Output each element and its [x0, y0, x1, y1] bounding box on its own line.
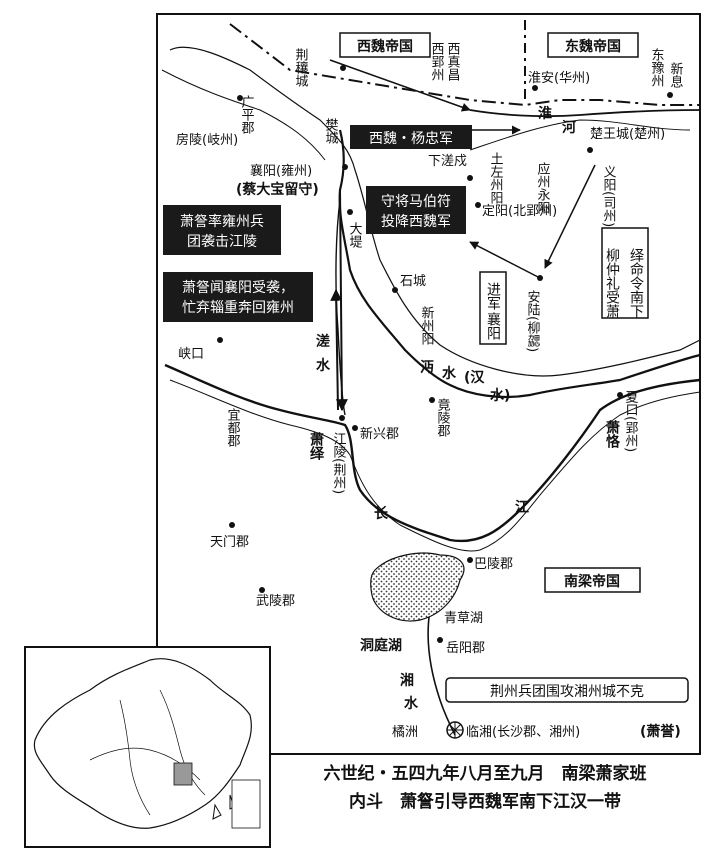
- place-label: 新息: [668, 61, 684, 88]
- yangtze-river: [164, 363, 701, 543]
- river-label: (汉: [464, 370, 485, 386]
- river-label: 水: [404, 695, 419, 712]
- xiao-cha-return-line-1: 萧詧闻襄阳受袭，: [182, 280, 294, 296]
- place-label: 青草湖: [444, 611, 483, 626]
- terrain-outline: [469, 119, 691, 151]
- place-label: 峡口: [178, 347, 204, 362]
- place-label: 淮安(华州): [528, 71, 590, 86]
- jingzhou-siege-label: 荆州兵团围攻湘州城不克: [490, 684, 644, 700]
- place-label: (萧誉): [640, 723, 681, 740]
- place-label: 武陵郡: [256, 594, 295, 609]
- empire-west-wei: 西魏帝国: [357, 38, 413, 55]
- river-label: 长: [374, 505, 389, 522]
- place-label: 西真昌: [445, 42, 461, 81]
- terrain-outline: [169, 46, 701, 377]
- place-label: 夏口(郢州): [623, 390, 639, 452]
- place-label: 应州永阳: [535, 161, 551, 214]
- surrender-line-1: 守将马伯符: [381, 194, 451, 210]
- river-label: 河: [562, 119, 576, 136]
- place-label: 安陆(柳勰): [525, 290, 541, 352]
- river-label: 江: [515, 499, 529, 516]
- place-label: 定阳(北郢州): [482, 204, 557, 219]
- empire-box-west-wei: [339, 32, 431, 58]
- empire-south-liang: 南梁帝国: [564, 573, 620, 590]
- place-label: 石城: [400, 274, 426, 289]
- liu-zhongli-line-1: 柳仲礼受萧: [604, 247, 620, 318]
- xiang-river: [427, 609, 456, 736]
- place-label: 广平郡: [239, 95, 255, 135]
- arrow: [329, 59, 471, 112]
- place-label: 天门郡: [210, 535, 249, 550]
- place-label: 东豫州: [649, 48, 665, 87]
- west-wei-army-label: 西魏・杨忠军: [369, 131, 453, 147]
- place-label: 临湘(长沙郡、湘州): [466, 725, 580, 740]
- callout-advance: [479, 271, 507, 345]
- place-label: 萧恪: [604, 419, 620, 449]
- place-label: 宜都郡: [225, 408, 241, 448]
- river-label: 水): [490, 387, 510, 404]
- place-label: 土左州阳: [488, 152, 504, 204]
- empire-east-wei: 东魏帝国: [565, 38, 621, 55]
- xiao-cha-return-line-2: 忙弃辎重奔回雍州: [182, 300, 294, 316]
- city-dots: [217, 65, 673, 643]
- caption-line-1: 六世纪・五四九年八月至九月 南梁萧家班: [323, 764, 647, 784]
- place-label: 岳阳郡: [446, 641, 485, 656]
- arrow: [544, 164, 596, 269]
- place-label: 洞庭湖: [360, 637, 402, 654]
- callout-west-wei-army: [350, 125, 472, 149]
- inset-highlight: [173, 762, 193, 786]
- place-label: (蔡大宝留守): [236, 181, 319, 198]
- place-label: 下溠戍: [428, 154, 467, 169]
- callout-liu-zhongli: [601, 227, 649, 319]
- callout-xiao-cha-attack: [163, 205, 281, 255]
- place-label: 萧绎: [308, 431, 324, 461]
- river-label: 沔: [420, 360, 434, 376]
- place-label: 义阳(司州): [601, 165, 617, 227]
- huai-river: [469, 109, 701, 118]
- place-label: 新州阳: [419, 305, 435, 345]
- place-label: 大堤: [347, 222, 363, 249]
- place-label: 巴陵郡: [474, 557, 513, 572]
- arrow: [469, 241, 541, 279]
- callout-surrender: [366, 186, 466, 234]
- river-label: 水: [442, 365, 457, 382]
- arrow: [330, 288, 343, 411]
- place-label: 江陵(荆州): [331, 432, 347, 494]
- map-frame: [156, 13, 701, 755]
- callout-xiao-cha-return: [163, 272, 313, 322]
- empire-box-south-liang: [544, 567, 641, 593]
- river-label: 水: [316, 357, 331, 374]
- place-label: 樊城: [323, 118, 339, 145]
- siege-icon: [446, 721, 464, 739]
- terrain-outline: [161, 69, 326, 161]
- place-label: 西郢州: [429, 42, 445, 81]
- place-label: 楚王城(楚州): [590, 127, 665, 142]
- dongting-lake: [370, 552, 465, 622]
- place-label: 房陵(岐州): [176, 132, 238, 148]
- caption-line-2: 内斗 萧詧引导西魏军南下江汉一带: [349, 792, 621, 812]
- callout-jingzhou-siege: [445, 677, 689, 703]
- xiao-cha-attack-line-2: 团袭击江陵: [187, 234, 257, 250]
- advance-line-2: 襄阳: [485, 312, 501, 340]
- map-caption: 六世纪・五四九年八月至九月 南梁萧家班 内斗 萧詧引导西魏军南下江汉一带: [270, 760, 700, 816]
- river-label: 溠: [316, 333, 330, 350]
- liu-zhongli-line-2: 绎命令南下: [628, 248, 644, 318]
- place-label: 橘洲: [392, 724, 418, 740]
- xiao-cha-attack-line-1: 萧詧率雍州兵: [180, 213, 264, 230]
- place-label: 竟陵郡: [435, 398, 451, 438]
- river-label: 湘: [400, 672, 414, 689]
- inset-china-map: [24, 646, 271, 848]
- place-label: 荆穰城: [293, 47, 309, 88]
- surrender-line-2: 投降西魏军: [381, 214, 451, 230]
- place-label: 新兴郡: [360, 426, 399, 442]
- advance-line-1: 进军: [485, 282, 501, 310]
- river-label: 淮: [538, 105, 552, 122]
- yangtze-bank: [169, 379, 701, 552]
- place-label: 襄阳(雍州): [250, 163, 312, 179]
- empire-box-east-wei: [547, 32, 639, 58]
